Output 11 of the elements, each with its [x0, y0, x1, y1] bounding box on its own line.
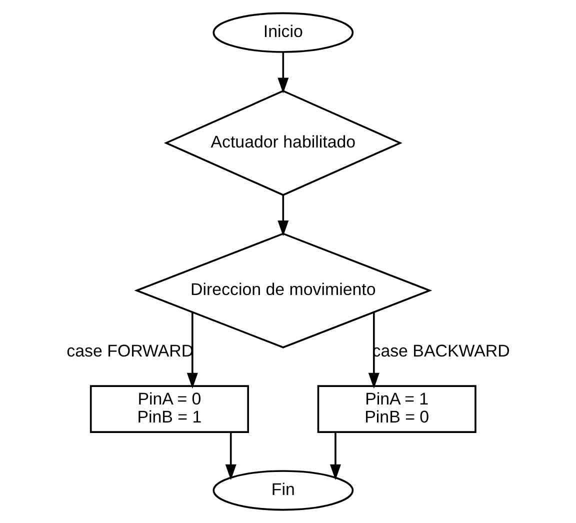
- arrow: [368, 312, 380, 389]
- node-box: PinA = 0 PinB = 1: [90, 385, 249, 433]
- node-ellipse: Inicio: [212, 12, 354, 53]
- node-ellipse: Fin: [212, 470, 354, 511]
- arrow: [330, 432, 341, 480]
- arrow: [225, 432, 236, 480]
- node-diamond: Actuador habilitado: [164, 90, 402, 196]
- node-box: PinA = 1 PinB = 0: [317, 385, 476, 433]
- arrow: [278, 52, 289, 94]
- arrow: [186, 312, 198, 389]
- arrow: [278, 195, 289, 236]
